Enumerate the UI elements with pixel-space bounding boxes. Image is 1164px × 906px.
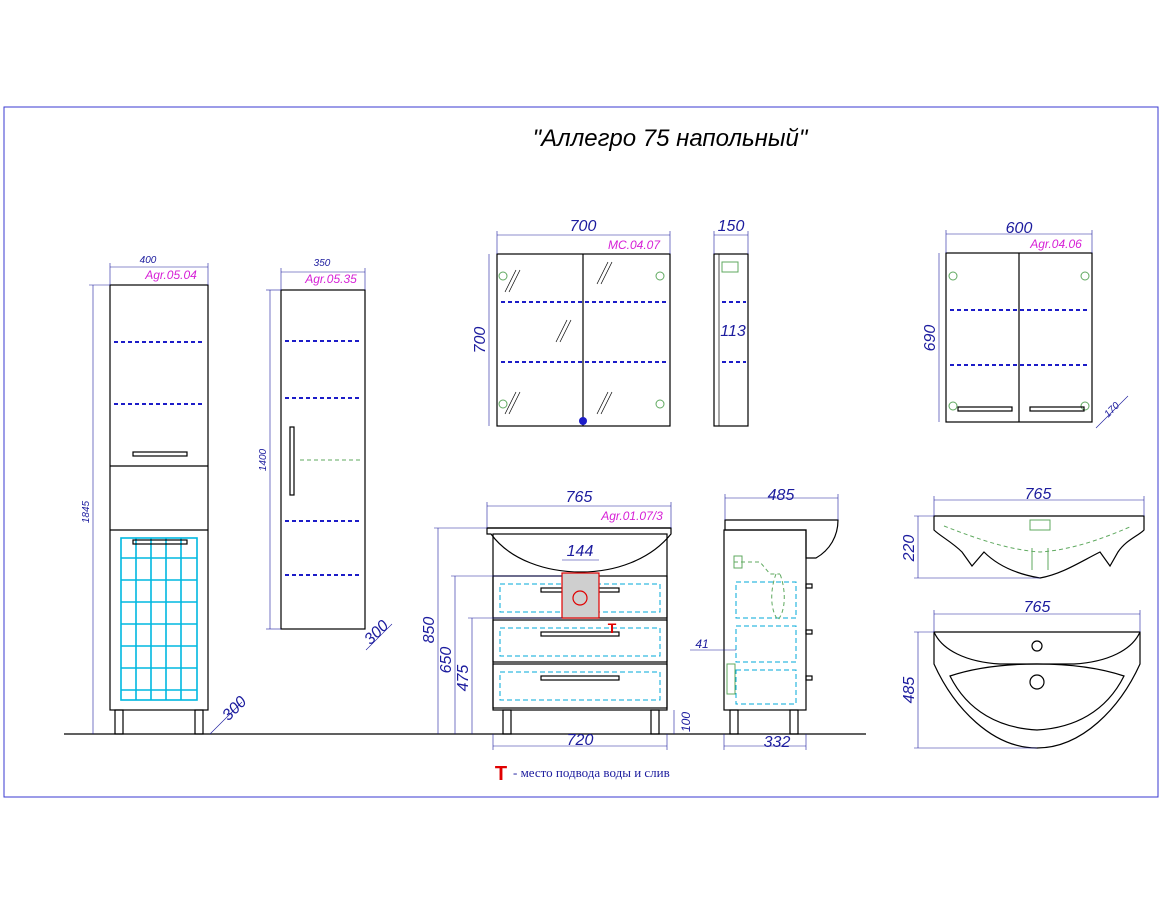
vanity-h475-dim: 475: [455, 665, 472, 692]
supply-zone: [561, 572, 600, 619]
tall-height-dim: 1845: [81, 500, 92, 523]
supply-mark-vanity: Т: [608, 620, 617, 636]
wall-cabinet: 600 Agr.04.06 690 170: [922, 220, 1129, 429]
vanity-base-dim: 720: [567, 732, 594, 749]
mirror-depth-dim: 150: [718, 218, 745, 235]
basin-top-width-dim: 765: [1024, 599, 1051, 616]
mirror-cabinet: 700 MC.04.07 700: [472, 218, 671, 427]
narrow-height-dim: 1400: [258, 448, 269, 471]
wall-height-dim: 690: [922, 325, 939, 352]
side-base-dim: 332: [764, 734, 791, 751]
basin-top-depth-dim: 485: [901, 677, 918, 704]
vanity-h850-dim: 850: [421, 617, 438, 644]
mirror-code: MC.04.07: [608, 238, 661, 252]
drawing-frame: [3, 106, 1159, 798]
vanity-width-dim: 765: [566, 489, 593, 506]
narrow-cabinet: 350 Agr.05.35 1400 300: [258, 258, 392, 651]
legend-text: - место подвода воды и слив: [513, 765, 670, 780]
tall-cabinet: 400 Agr.05.04 1845 300: [81, 255, 250, 735]
tall-code: Agr.05.04: [144, 268, 197, 282]
wall-depth-dim: 170: [1102, 400, 1122, 420]
basin-side-width-dim: 765: [1025, 486, 1052, 503]
mirror-height-dim: 700: [472, 327, 489, 354]
vanity-front: Т 765 Agr.01.07/3 144 850 650 475 100 72…: [421, 489, 693, 750]
narrow-depth-dim: 300: [361, 617, 392, 648]
wall-width-dim: 600: [1006, 220, 1033, 237]
narrow-code: Agr.05.35: [304, 272, 357, 286]
basin-top-view: 765 485: [901, 599, 1141, 749]
vanity-side: 485 41 332: [690, 487, 839, 751]
side-depth-dim: 485: [768, 487, 795, 504]
mirror-shelf-dim: 113: [720, 323, 746, 340]
laundry-basket: [120, 537, 198, 701]
tall-width-dim: 400: [140, 255, 157, 266]
mirror-width-dim: 700: [570, 218, 597, 235]
vanity-sink-dim: 144: [567, 543, 594, 560]
basin-side-height-dim: 220: [901, 535, 918, 563]
mirror-cabinet-side: 150 113: [713, 218, 749, 427]
side-41-dim: 41: [695, 637, 708, 651]
drawing-title: "Аллегро 75 напольный": [533, 125, 809, 152]
legend-mark: Т: [495, 763, 507, 785]
wall-code: Agr.04.06: [1029, 237, 1082, 251]
narrow-width-dim: 350: [314, 258, 331, 269]
basin-side-view: 765 220: [901, 486, 1145, 579]
legend: Т - место подвода воды и слив: [495, 763, 670, 785]
vanity-h650-dim: 650: [438, 647, 455, 674]
vanity-leg-dim: 100: [679, 712, 693, 732]
vanity-code: Agr.01.07/3: [600, 509, 663, 523]
